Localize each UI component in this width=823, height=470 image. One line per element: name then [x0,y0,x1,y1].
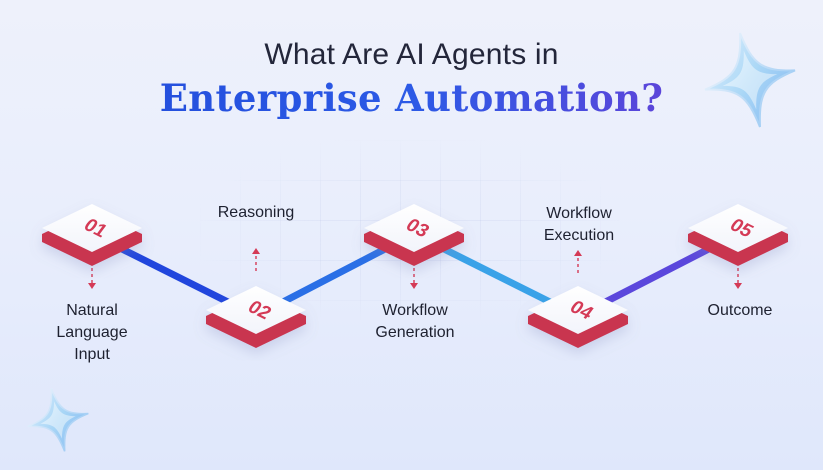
pointers [91,250,739,284]
caption-line: Workflow [546,205,612,222]
caption-line: Workflow [382,302,448,319]
sparkle-star-icon [27,388,89,452]
step-tile-03 [364,204,464,266]
title-line-1: What Are AI Agents in [264,38,559,71]
step-tile-01 [42,204,142,266]
caption-line: Generation [375,324,455,341]
caption-step-02: Reasoning [196,202,316,224]
step-tile-02 [206,286,306,348]
caption-line: Input [74,346,110,363]
arrow-up-icon [574,250,582,256]
caption-step-05: Outcome [680,300,800,322]
caption-line: Outcome [707,302,773,319]
arrow-down-icon [410,283,418,289]
step-tile-05 [688,204,788,266]
caption-line: Execution [543,227,615,244]
caption-line: Natural [66,302,118,319]
title-line-2: Enterprise Automation? [0,76,823,120]
arrow-up-icon [252,248,260,254]
arrow-down-icon [734,283,742,289]
sparkle-star-icon [704,32,796,128]
caption-line: Reasoning [217,204,295,221]
caption-step-03: Workflow Generation [356,300,474,344]
pointer-arrowheads [88,248,742,289]
caption-line: Language [56,324,128,341]
arrow-down-icon [88,283,96,289]
caption-step-04: Workflow Execution [520,203,638,247]
caption-step-01: Natural Language Input [40,300,144,366]
step-tile-04 [528,286,628,348]
